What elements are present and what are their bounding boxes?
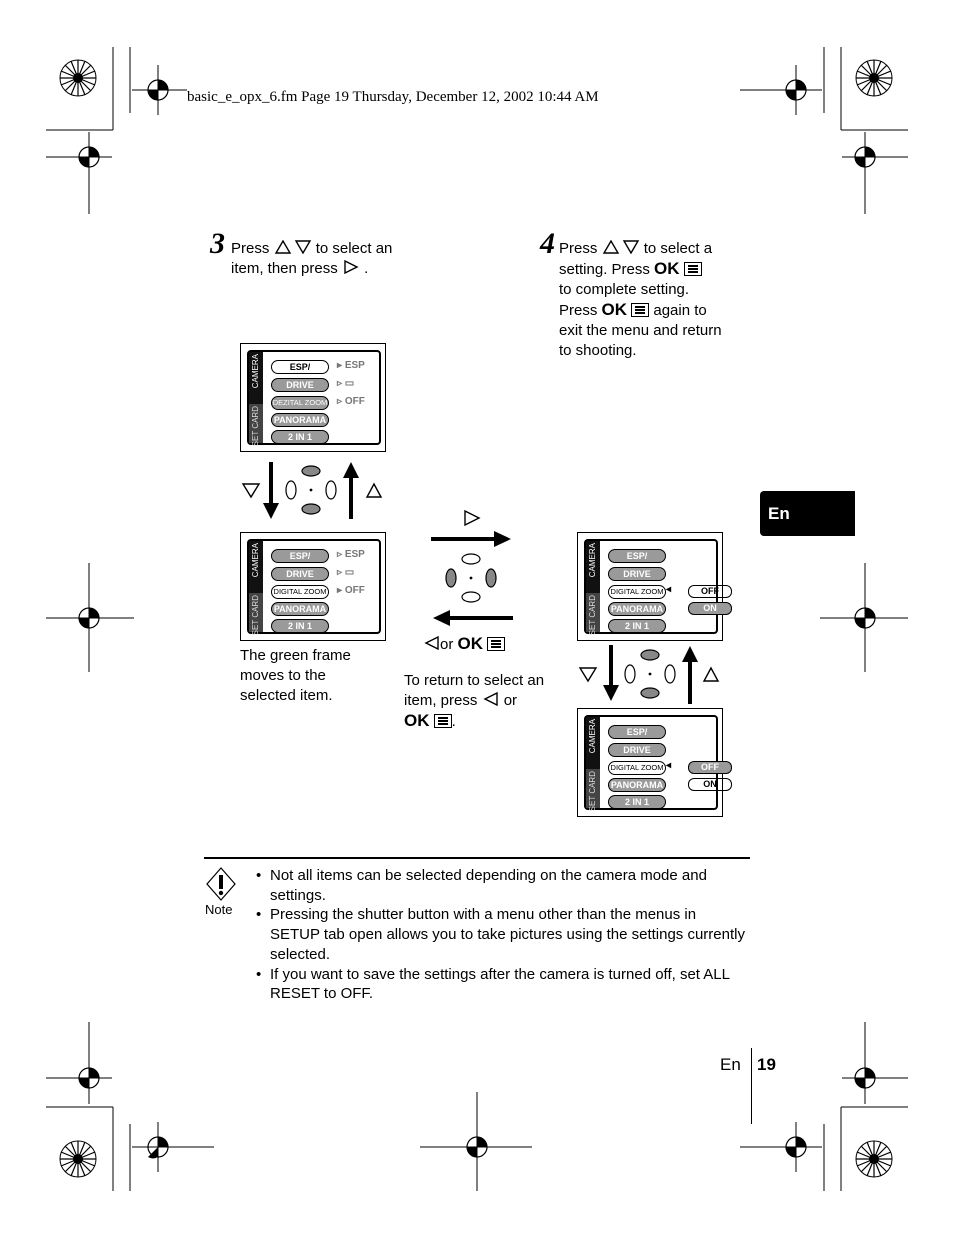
menu-icon [487,637,506,651]
menu-item: PANORAMA [271,602,329,616]
up-down-arrows-icon [602,239,639,255]
camera-menu-screen: CAMERA SET CARD ESP/ DRIVE DIGITAL ZOOM … [577,708,732,817]
file-header: basic_e_opx_6.fm Page 19 Thursday, Decem… [187,89,599,105]
menu-item: DRIVE [608,743,666,757]
menu-item: PANORAMA [608,778,666,792]
note-divider [204,857,750,859]
registration-target-icon [59,59,97,97]
menu-item: 2 IN 1 [608,795,666,809]
note-warning-icon [206,867,236,901]
menu-icon [631,303,650,317]
note-list: Not all items can be selected depending … [256,866,746,1004]
menu-item: DRIVE [271,567,329,581]
menu-item-selected: DIGITAL ZOOM [608,761,666,775]
menu-item: 2 IN 1 [271,619,329,633]
camera-menu-screen: CAMERA SET CARD ESP/ DRIVE DIGITAL ZOOM … [577,532,732,641]
footer-divider [751,1048,752,1124]
language-tab: En [760,491,855,536]
menu-item-selected: DIGITAL ZOOM [271,585,329,599]
menu-item: PANORAMA [608,602,666,616]
step-number: 3 [210,227,225,260]
step4-instruction: Press to select a setting. Press OK to c… [559,239,722,359]
step3-instruction: Press to select an item, then press . [231,239,393,277]
left-arrow-icon [424,635,439,651]
menu-item: ESP/ [608,549,666,563]
option-on: ON [688,602,732,615]
step-number: 4 [540,227,555,260]
menu-item: DRIVE [608,567,666,581]
camera-menu-screen: CAMERA SET CARD ESP/ ▹ ESP DRIVE ▹ ▭ DIG… [240,532,386,641]
option-on: ON [688,778,732,791]
back-hint: or OK [424,634,506,655]
left-arrow-icon [482,691,498,707]
footer-language: En [720,1055,741,1074]
note-item: Not all items can be selected depending … [256,866,746,905]
menu-item: ESP/ [608,725,666,739]
note-label: Note [205,902,233,917]
menu-item: ESP/ [271,360,329,374]
option-off: OFF [688,585,732,598]
green-frame-caption: The green frame moves to the selected it… [240,647,351,704]
right-arrow-icon [344,259,359,275]
note-item: Pressing the shutter button with a menu … [256,905,746,964]
menu-item: DRIVE [271,378,329,392]
camera-menu-screen: CAMERA SET CARD ESP/ ▸ ESP DRIVE ▹ ▭ DEZ… [240,343,386,452]
page-number: 19 [757,1055,776,1074]
option-off: OFF [688,761,732,774]
menu-item-selected: DIGITAL ZOOM [608,585,666,599]
ok-button-label: OK [654,259,680,278]
menu-icon [433,714,452,728]
menu-icon [683,262,702,276]
menu-item: PANORAMA [271,413,329,427]
up-down-arrows-icon [274,239,311,255]
note-item: If you want to save the settings after t… [256,965,746,1004]
return-caption: To return to select an item, press or OK… [404,672,545,730]
menu-item: 2 IN 1 [608,619,666,633]
menu-item: DEZITAL ZOOM [271,396,329,410]
menu-item: 2 IN 1 [271,430,329,444]
menu-item: ESP/ [271,549,329,563]
